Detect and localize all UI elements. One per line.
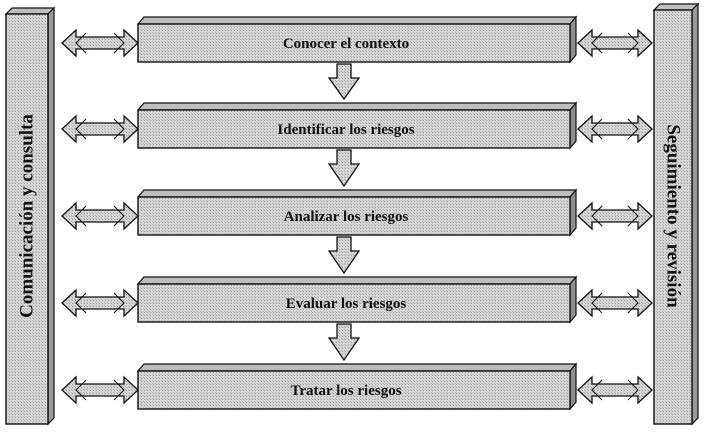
left-double-arrow-4 <box>61 288 139 318</box>
right-double-arrow-1 <box>577 28 653 58</box>
step-label-2: Identificar los riesgos <box>277 122 414 138</box>
step-box-3: Analizar los riesgos <box>136 188 578 237</box>
right-double-arrow-5 <box>577 375 653 405</box>
step-box-1: Conocer el contexto <box>136 15 578 64</box>
step-label-1: Conocer el contexto <box>283 36 409 52</box>
left-double-arrow-2 <box>61 114 139 144</box>
step-label-3: Analizar los riesgos <box>284 209 409 225</box>
step-box-5: Tratar los riesgos <box>136 362 578 411</box>
step-box-4: Evaluar los riesgos <box>136 275 578 324</box>
left-double-arrow-5 <box>61 375 139 405</box>
monitoring-bar: Seguimiento y revisión <box>652 2 700 426</box>
left-double-arrow-1 <box>61 28 139 58</box>
down-arrow-2 <box>327 149 361 188</box>
right-double-arrow-4 <box>577 288 653 318</box>
communication-label: Comunicación y consulta <box>17 114 38 318</box>
communication-bar: Comunicación y consulta <box>4 6 56 426</box>
step-label-4: Evaluar los riesgos <box>286 296 407 312</box>
right-double-arrow-2 <box>577 114 653 144</box>
right-double-arrow-3 <box>577 201 653 231</box>
step-box-2: Identificar los riesgos <box>136 101 578 150</box>
step-label-5: Tratar los riesgos <box>290 383 401 399</box>
monitoring-label: Seguimiento y revisión <box>663 124 684 308</box>
left-double-arrow-3 <box>61 201 139 231</box>
down-arrow-4 <box>327 323 361 362</box>
down-arrow-3 <box>327 236 361 275</box>
down-arrow-1 <box>327 63 361 101</box>
